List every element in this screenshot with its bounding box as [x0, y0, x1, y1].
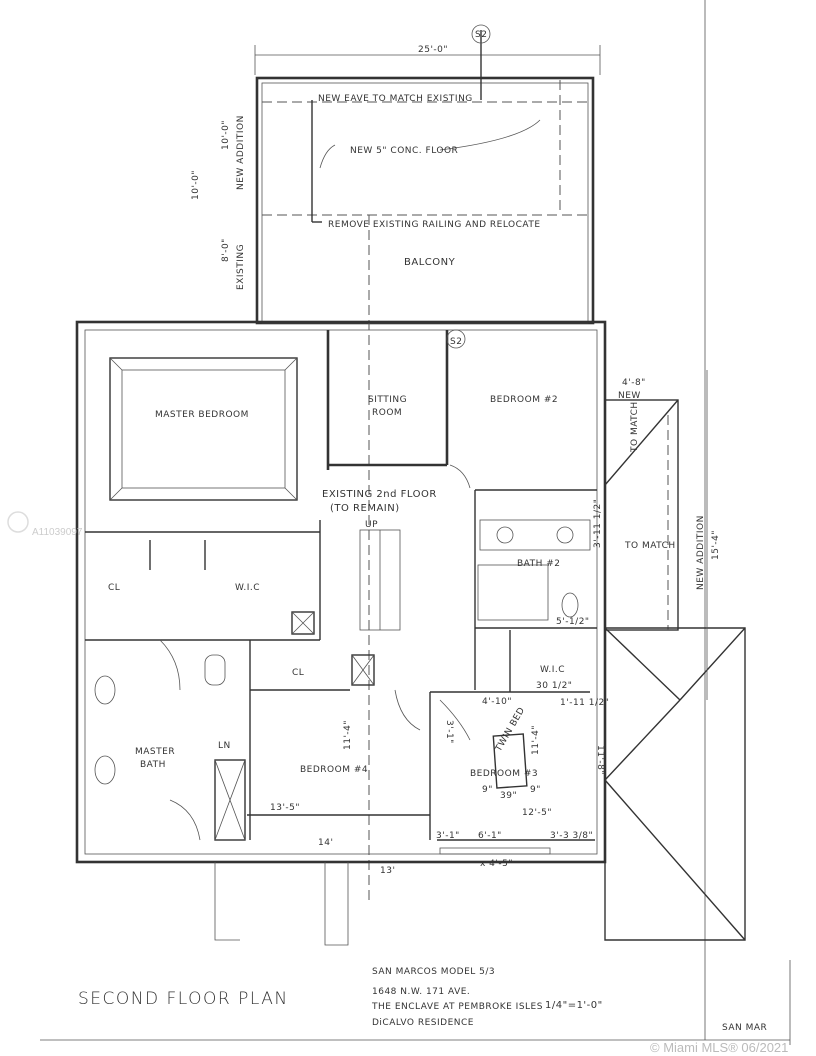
addition-side-dim: 15'-4" [711, 530, 721, 560]
dim-wic-side: 1'-11 1/2" [560, 698, 609, 708]
room-bedroom-3: BEDROOM #3 [470, 769, 538, 779]
dim-bed4-14: 14' [318, 838, 333, 848]
balcony-width-dim: 25'-0" [418, 45, 448, 55]
dim-side-a: 3'-1" [444, 720, 454, 744]
dim-bed3-door: 4'-10" [482, 697, 512, 707]
plan-title: SECOND FLOOR PLAN [78, 989, 289, 1009]
addition-top-label: NEW [618, 391, 641, 401]
dim-bed3-depth: 11'-4" [531, 725, 541, 755]
dim-bed4-depth: 11'-4" [343, 720, 353, 750]
room-closet: CL [108, 583, 120, 593]
title-line-3: THE ENCLAVE AT PEMBROKE ISLES [371, 1002, 543, 1012]
floor-note: NEW 5" CONC. FLOOR [350, 146, 458, 156]
dim-bed-a: 9" [482, 785, 493, 795]
title-line-1: SAN MARCOS MODEL 5/3 [372, 967, 495, 977]
section-tag-top: S2 [475, 30, 487, 40]
dim-wic-door: 30 1/2" [536, 681, 572, 691]
dim-bed3-width: 12'-5" [522, 808, 552, 818]
stairs [359, 529, 401, 631]
room-master-bath-2: BATH [140, 760, 166, 770]
balcony-label: BALCONY [404, 257, 456, 268]
sheet-label: SAN MAR [722, 1023, 767, 1033]
eave-note: NEW EAVE TO MATCH EXISTING [318, 94, 473, 104]
title-line-2: 1648 N.W. 171 AVE. [372, 987, 470, 997]
new-addition-dim-left: 10'-0" [221, 120, 231, 150]
room-linen: LN [218, 741, 231, 751]
twin-bed-label: TWIN BED [493, 706, 527, 755]
room-labels: MASTER BEDROOM SITTING ROOM BEDROOM #2 S… [108, 337, 565, 779]
dim-bed-b: 9" [530, 785, 541, 795]
room-bath-2: BATH #2 [517, 559, 561, 569]
new-addition-label-left: NEW ADDITION [236, 115, 246, 190]
new-addition-roof: 4'-8" NEW TO MATCH TO MATCH NEW ADDITION… [604, 370, 746, 941]
stair-up: UP [365, 520, 378, 530]
dimensions: 13'-5" 11'-4" 14' 13' 12'-5" 11'-4" 4'-1… [270, 499, 609, 876]
room-wic-bed3: W.I.C [540, 665, 565, 675]
room-hall-closet: CL [292, 668, 304, 678]
listing-id-watermark: A11039097 [32, 527, 83, 538]
railing-note: REMOVE EXISTING RAILING AND RELOCATE [328, 220, 541, 230]
addition-top-dim: 4'-8" [622, 378, 646, 388]
title-line-4: DiCALVO RESIDENCE [372, 1018, 474, 1028]
room-sitting-2: ROOM [372, 408, 402, 418]
room-bedroom-4: BEDROOM #4 [300, 765, 368, 775]
room-wic-master: W.I.C [235, 583, 260, 593]
roof-note-1: TO MATCH [630, 401, 640, 453]
room-master-bath-1: MASTER [135, 747, 175, 757]
dim-seg3: 3'-3 3/8" [550, 831, 593, 841]
balcony-left-dim: 10'-0" [191, 170, 201, 200]
existing-floor-2: (TO REMAIN) [330, 503, 400, 514]
room-bedroom-2: BEDROOM #2 [490, 395, 558, 405]
twin-bed [492, 733, 528, 789]
room-sitting-1: SITTING [368, 395, 407, 405]
dim-bath: 3'-11 1/2" [593, 499, 603, 548]
addition-side-label: NEW ADDITION [696, 515, 706, 590]
dim-bed4-13: 13' [380, 866, 395, 876]
balcony-area: 25'-0" S2 NEW EAVE TO MATCH EXISTING NEW… [191, 24, 601, 900]
dim-side-b: 11'-8" [595, 745, 605, 775]
room-master-bedroom: MASTER BEDROOM [155, 410, 249, 420]
dim-bed4-width: 13'-5" [270, 803, 300, 813]
title-block: SECOND FLOOR PLAN SAN MARCOS MODEL 5/3 1… [78, 967, 767, 1033]
existing-floor-1: EXISTING 2nd FLOOR [322, 489, 437, 500]
dim-window: x 4'-5" [480, 859, 513, 869]
dim-seg2: 6'-1" [478, 831, 502, 841]
dim-bed-width: 39" [500, 791, 517, 801]
existing-dim-left: 8'-0" [221, 238, 231, 262]
existing-label-left: EXISTING [236, 244, 246, 290]
dim-seg1: 3'-1" [436, 831, 460, 841]
copyright-watermark: © Miami MLS® 06/2021 [650, 1040, 788, 1055]
roof-note-2: TO MATCH [624, 541, 676, 551]
dim-bath-tub: 5'-1/2" [556, 617, 590, 627]
mls-logo-icon [7, 511, 29, 533]
title-scale: 1/4"=1'-0" [545, 1000, 603, 1011]
section-tag-mid: S2 [450, 337, 462, 347]
